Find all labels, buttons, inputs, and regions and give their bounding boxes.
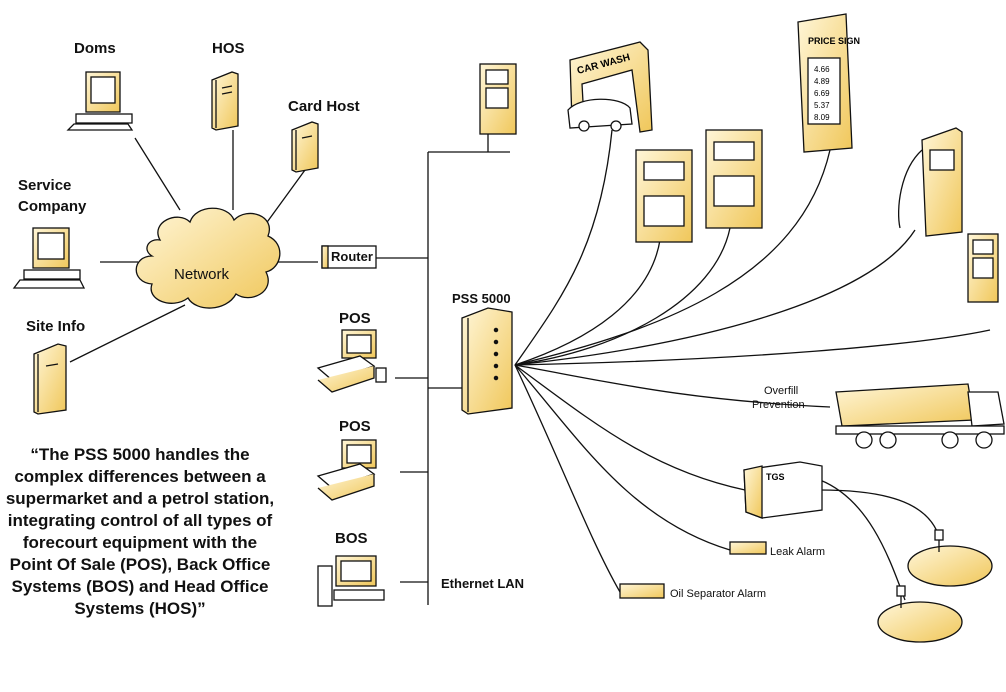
card-host-label: Card Host (288, 98, 360, 115)
card-host-server-icon (291, 121, 319, 173)
doms-label: Doms (74, 40, 116, 57)
router-icon (321, 245, 377, 269)
network-label: Network (174, 266, 230, 283)
price-entry: 6.69 (814, 89, 830, 98)
outdoor-payment-terminal-icon (967, 233, 999, 303)
network-cloud-icon (135, 207, 281, 309)
price-list: 4.66 4.89 6.69 5.37 8.09 (814, 65, 830, 122)
tgs-gauge-console-icon (743, 461, 823, 519)
doms-computer-icon (66, 71, 134, 131)
bos-label: BOS (335, 530, 368, 547)
connection-lines (69, 129, 991, 605)
bos-computer-icon (317, 555, 385, 607)
service-company-label-line2: Company (18, 198, 87, 215)
site-info-server-icon (33, 343, 67, 415)
hos-label: HOS (212, 40, 245, 57)
hos-server-icon (211, 71, 239, 131)
payment-terminal-icon (479, 63, 517, 135)
fuel-dispenser-2-icon (705, 129, 763, 229)
price-entry: 5.37 (814, 101, 830, 110)
service-company-computer-icon (12, 227, 86, 289)
pos-1-label: POS (339, 310, 371, 327)
leak-alarm-icon (729, 541, 767, 555)
site-info-label: Site Info (26, 318, 86, 335)
pss-5000-label: PSS 5000 (452, 291, 511, 306)
car-wash-icon (567, 41, 653, 133)
storage-tank-1-icon (907, 529, 993, 587)
pss-quote: “The PSS 5000 handles the complex differ… (5, 445, 275, 618)
price-entry: 4.89 (814, 77, 830, 86)
router-label: Router (331, 249, 373, 264)
overfill-prevention-label-line2: Prevention (752, 399, 805, 411)
pos-terminal-1-icon (316, 329, 387, 393)
service-company-label-line1: Service (18, 177, 72, 194)
ethernet-lan-label: Ethernet LAN (441, 576, 525, 591)
pss-5000-controller-icon (461, 307, 513, 415)
fuel-dispenser-1-icon (635, 149, 693, 243)
tgs-label: TGS (766, 472, 785, 482)
storage-tank-2-icon (877, 585, 963, 643)
price-sign-label: PRICE SIGN (808, 36, 860, 46)
overfill-prevention-label-line1: Overfill (764, 385, 799, 397)
tanker-truck-icon (835, 383, 1005, 449)
price-sign-icon (797, 13, 853, 153)
price-entry: 8.09 (814, 113, 830, 122)
pos-2-label: POS (339, 418, 371, 435)
price-entry: 4.66 (814, 65, 830, 74)
pos-terminal-2-icon (316, 439, 377, 501)
fuel-nozzle-pump-icon (897, 127, 963, 237)
oil-separator-alarm-label: Oil Separator Alarm (670, 588, 766, 600)
oil-separator-alarm-icon (619, 583, 665, 599)
leak-alarm-label: Leak Alarm (770, 546, 826, 558)
